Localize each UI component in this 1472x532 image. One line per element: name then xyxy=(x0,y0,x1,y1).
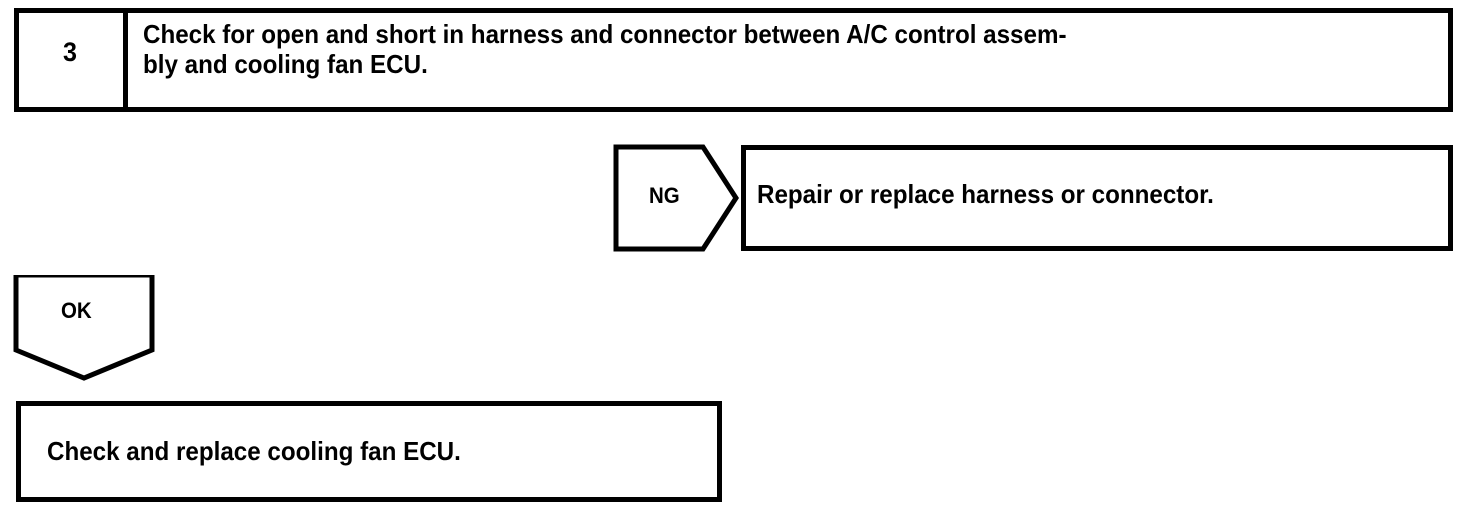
step-row: 3 Check for open and short in harness an… xyxy=(14,8,1453,112)
step-number-cell: 3 xyxy=(19,13,128,107)
step-number: 3 xyxy=(63,36,78,67)
ng-result-box xyxy=(741,145,1453,251)
ng-branch-label: NG xyxy=(649,183,680,208)
ok-result-text: Check and replace cooling fan ECU. xyxy=(47,436,461,466)
ok-branch-label: OK xyxy=(61,298,92,323)
step-instruction: Check for open and short in harness and … xyxy=(143,19,1443,79)
ng-arrow-icon xyxy=(613,144,739,252)
step-instruction-line-2: bly and cooling fan ECU. xyxy=(143,49,428,79)
ok-arrow-icon xyxy=(13,275,155,381)
ng-result-text: Repair or replace harness or connector. xyxy=(757,179,1214,209)
ok-result-box xyxy=(16,401,722,502)
step-instruction-line-1: Check for open and short in harness and … xyxy=(143,19,1067,49)
